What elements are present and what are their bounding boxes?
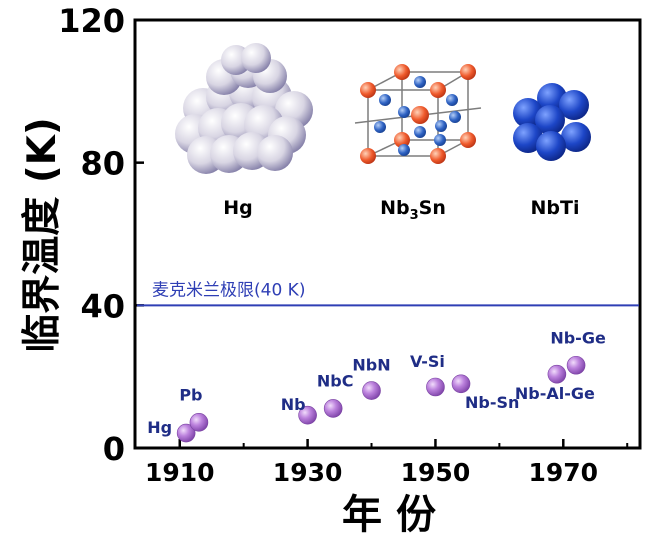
structure-nb3sn-illustration	[354, 64, 482, 164]
structure-label-hg: Hg	[223, 197, 253, 219]
data-points	[176, 355, 586, 443]
nb3sn-atom-red	[430, 148, 446, 164]
nb3sn-atom-blue	[398, 144, 410, 156]
structure-nbti-illustration	[513, 83, 591, 161]
nb3sn-part-sn: Sn	[419, 197, 446, 219]
nb3sn-atom-red	[360, 82, 376, 98]
nb3sn-atom-red	[460, 132, 476, 148]
y-axis-label: 临界温度 (K)	[20, 117, 65, 352]
x-tick-label: 1950	[401, 458, 471, 487]
data-point-label: Nb	[281, 395, 306, 414]
nb3sn-atom-blue	[414, 126, 426, 138]
x-tick-label: 1930	[273, 458, 343, 487]
axis-ticks	[135, 18, 629, 450]
data-point-label: Hg	[147, 418, 172, 437]
x-tick-label: 1970	[528, 458, 598, 487]
nb3sn-atom-blue	[379, 94, 391, 106]
nb3sn-atom-blue	[414, 76, 426, 88]
plot-frame	[133, 18, 642, 450]
data-point	[426, 377, 445, 397]
structure-label-nb3sn: Nb3Sn	[380, 197, 446, 223]
data-point	[566, 355, 586, 375]
nb3sn-atom-red	[394, 64, 410, 80]
data-point	[176, 423, 196, 443]
nbti-atom	[559, 90, 589, 120]
data-point	[189, 413, 209, 432]
y-tick-label: 80	[80, 145, 125, 183]
nb3sn-atom-blue	[434, 134, 446, 146]
data-point	[323, 399, 343, 418]
hg-cluster-atom	[241, 43, 271, 73]
nb3sn-atom-blue	[374, 121, 386, 133]
data-point	[362, 381, 381, 400]
nbti-atom	[536, 131, 566, 161]
nbti-atom	[535, 105, 565, 135]
nb3sn-atom-red	[394, 132, 410, 148]
data-point	[547, 364, 567, 384]
nb3sn-atom-red	[430, 82, 446, 98]
data-point-label: V-Si	[410, 352, 445, 371]
y-tick-label: 120	[58, 2, 125, 40]
data-point-label: Pb	[179, 385, 202, 404]
nb3sn-atom-red	[460, 64, 476, 80]
nb3sn-atom-blue	[435, 120, 447, 132]
nbti-atom	[513, 123, 543, 153]
data-point-label: NbN	[352, 356, 390, 375]
data-point-label: Nb-Sn	[465, 393, 519, 412]
data-point-label: Nb-Al-Ge	[515, 384, 595, 403]
data-point-label: NbC	[317, 371, 354, 390]
nb3sn-atom-red	[411, 106, 429, 124]
y-tick-label: 40	[80, 287, 125, 325]
y-tick-label: 0	[103, 430, 125, 468]
mcmillan-limit-label: 麦克米兰极限(40 K)	[152, 280, 305, 300]
nb3sn-subscript: 3	[410, 208, 419, 223]
nb3sn-part-nb: Nb	[380, 197, 410, 219]
nb3sn-atom-blue	[449, 111, 461, 123]
structure-hg-illustration	[175, 43, 313, 174]
x-axis-label: 年 份	[342, 492, 436, 538]
data-point-label: Nb-Ge	[550, 328, 606, 347]
structure-label-nbti: NbTi	[531, 197, 580, 219]
nb3sn-atom-blue	[398, 106, 410, 118]
y-tick-labels: 0 40 80 120	[58, 2, 125, 468]
data-point	[451, 374, 471, 394]
x-tick-label: 1910	[145, 458, 215, 487]
nbti-atom	[561, 122, 591, 152]
data-point	[298, 405, 317, 425]
hg-cluster-atom	[257, 135, 293, 171]
nb3sn-atom-red	[360, 148, 376, 164]
nb3sn-atom-blue	[446, 94, 458, 106]
x-tick-labels: 1910 1930 1950 1970	[145, 458, 598, 487]
